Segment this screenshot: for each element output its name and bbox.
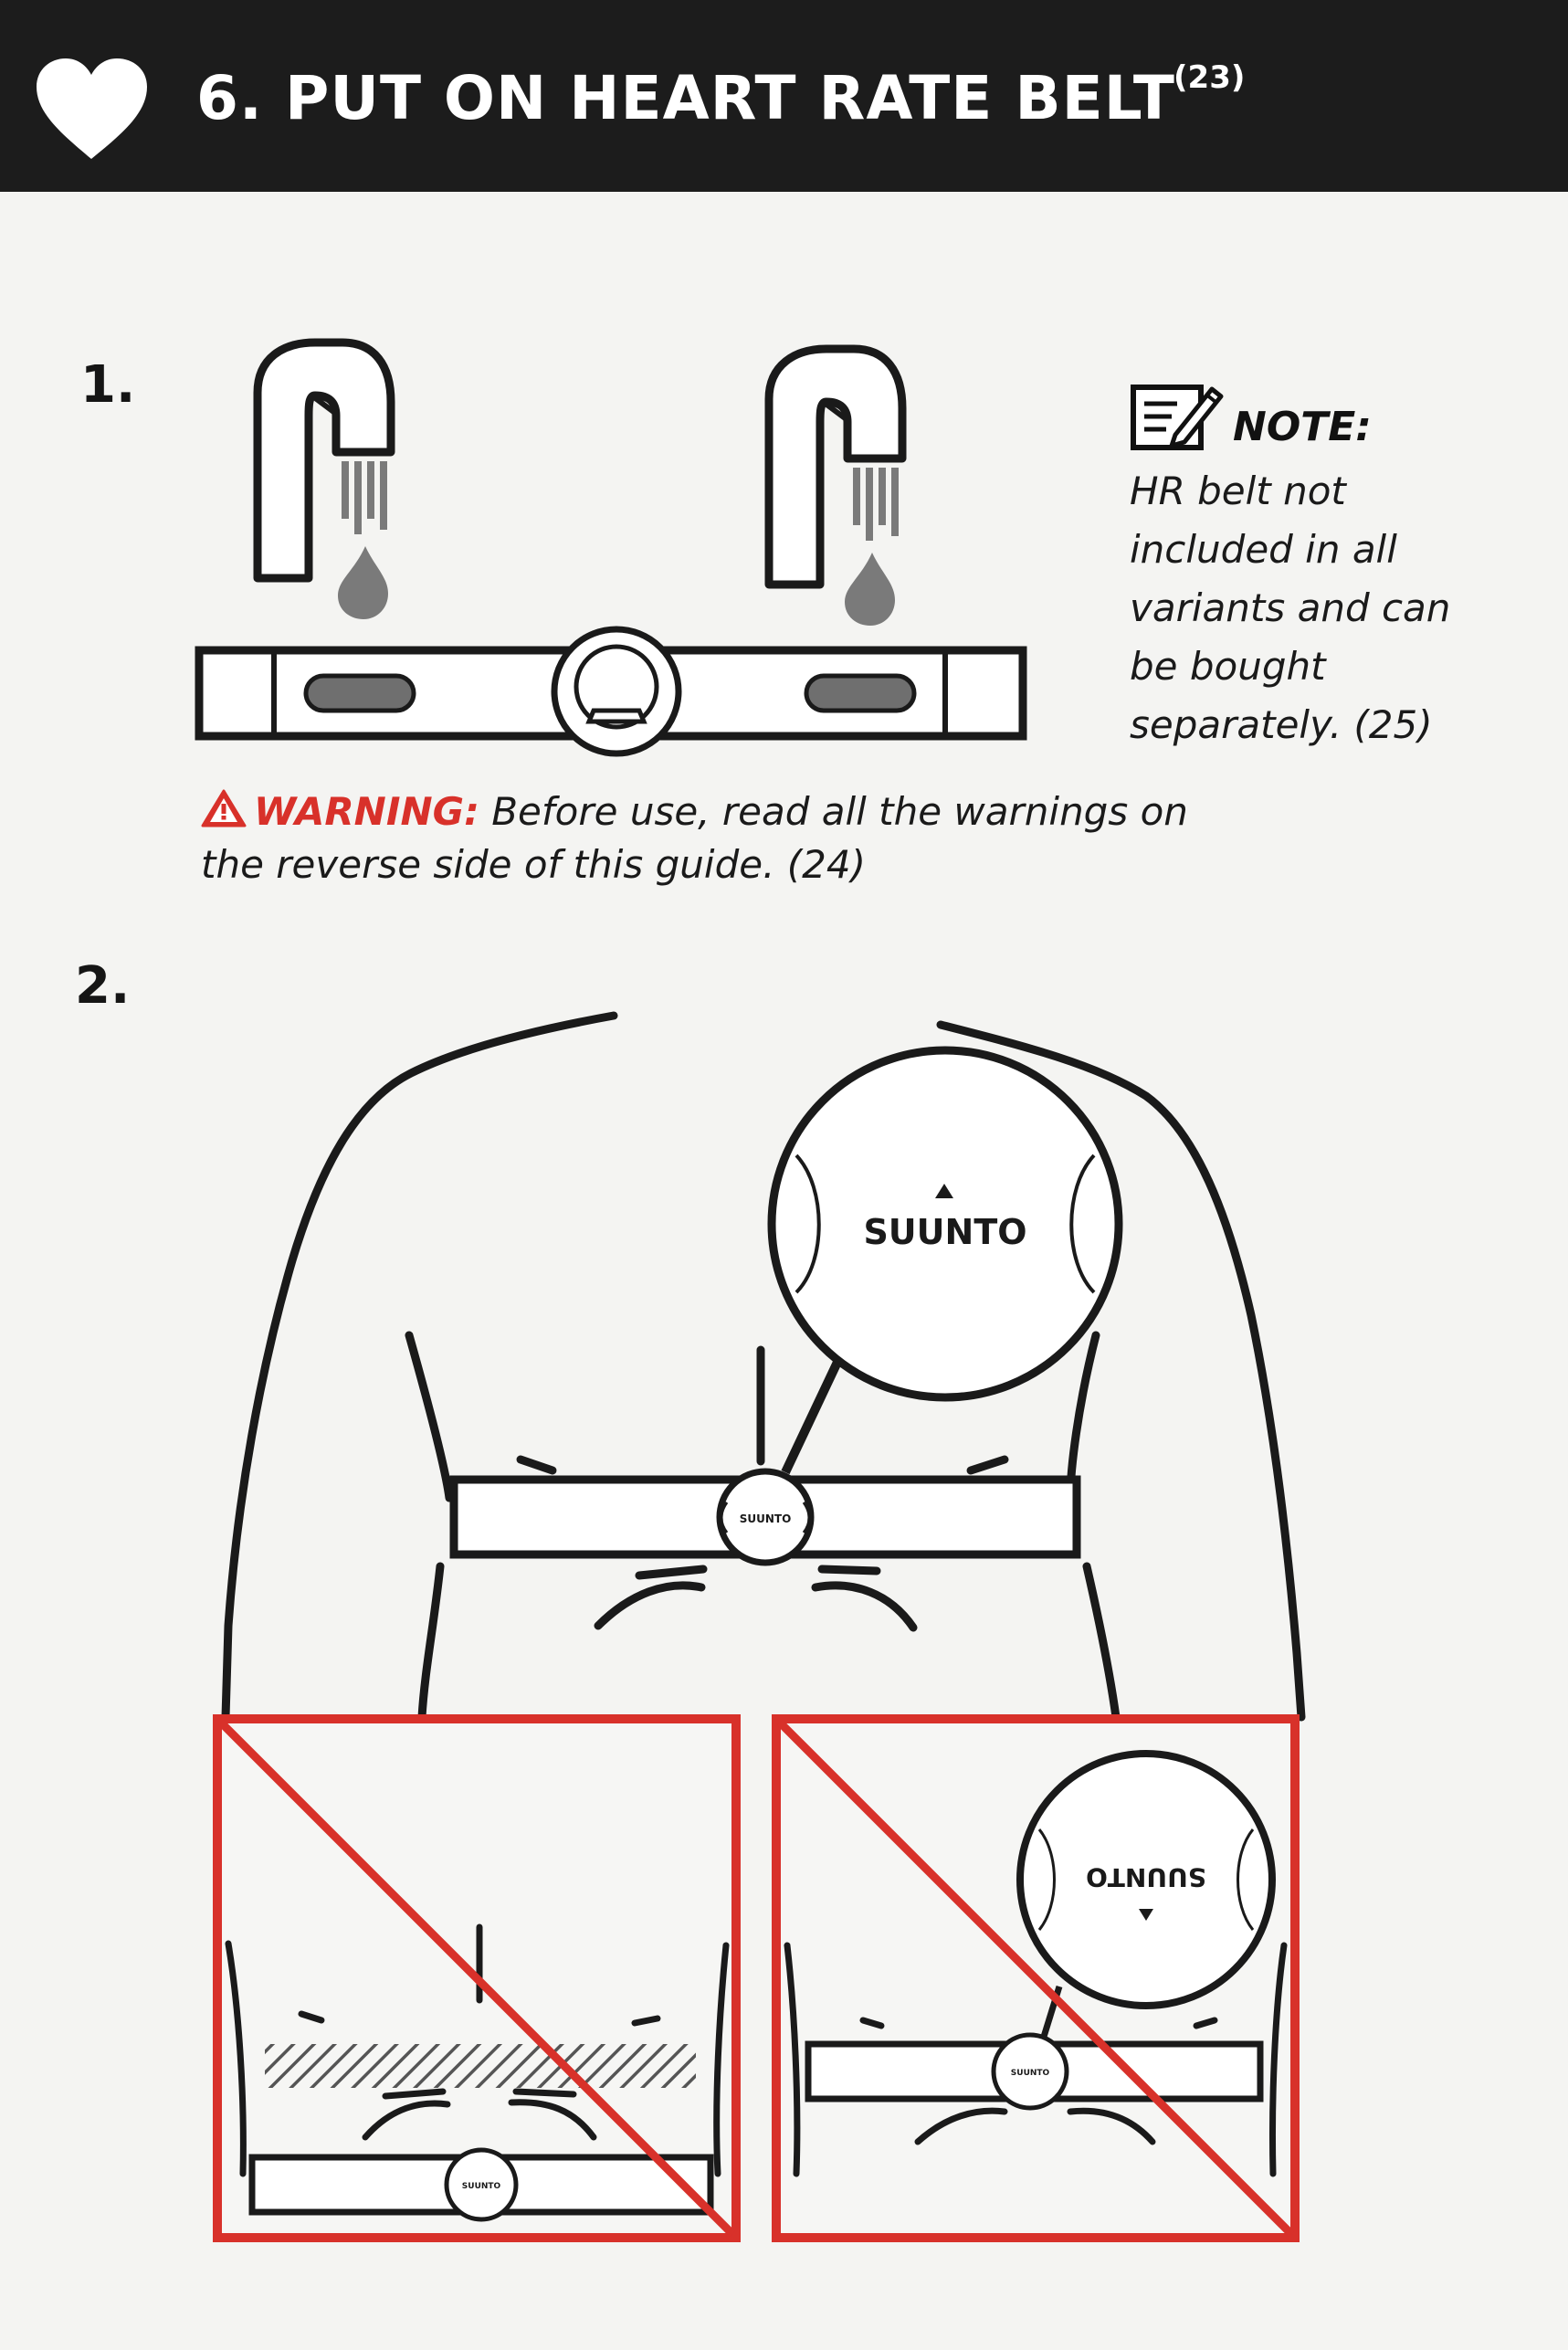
section-reference: (23) — [1173, 59, 1246, 96]
incorrect-example-too-low: SUUNTO — [213, 1714, 741, 2242]
torso-outline-main — [221, 1011, 1306, 1722]
belt-sensor-pod-worn — [716, 1468, 815, 1566]
section-header: 6. PUT ON HEART RATE BELT (23) — [0, 0, 1568, 192]
incorrect-example-upside-down: SUUNTO SUUNTO — [772, 1714, 1300, 2242]
sensor-logo-large: SUUNTO — [863, 1212, 1026, 1252]
sensor-logo-upside-down: SUUNTO — [1086, 1862, 1206, 1892]
hr-belt-flat — [195, 626, 1027, 757]
sensor-logo-tiny-2: SUUNTO — [1011, 2069, 1050, 2078]
warning-triangle-icon — [201, 789, 247, 827]
warning-block: WARNING: Before use, read all the warnin… — [201, 785, 1205, 891]
heart-icon — [37, 58, 147, 159]
prohibited-slash-2 — [776, 1719, 1295, 2238]
step-1-number: 1. — [80, 355, 136, 415]
prohibited-slash-1 — [217, 1719, 736, 2238]
note-title: NOTE: — [1233, 404, 1372, 450]
step-2-number: 2. — [75, 956, 131, 1016]
sensor-logo-tiny-1: SUUNTO — [462, 2182, 501, 2191]
sensor-logo-small: SUUNTO — [740, 1512, 792, 1525]
water-stream-left — [342, 461, 387, 534]
orientation-arrow-icon — [935, 1184, 953, 1198]
faucet-right-icon — [764, 344, 907, 589]
warning-text: Before use, read all the warnings on the… — [201, 789, 1188, 887]
water-drop-right-icon — [845, 553, 895, 626]
belt-electrode-left — [303, 673, 416, 713]
faucet-left-icon — [253, 338, 395, 583]
section-title: 6. PUT ON HEART RATE BELT — [196, 63, 1175, 133]
hr-belt-worn: SUUNTO — [449, 1468, 1081, 1566]
magnifier-connector — [781, 1354, 845, 1475]
hatched-correct-zone — [265, 2044, 696, 2088]
warning-label: WARNING: — [254, 789, 479, 834]
note-pencil-icon — [1131, 385, 1224, 450]
magnified-sensor: SUUNTO — [767, 1046, 1123, 1402]
note-text: HR belt not included in all variants and… — [1130, 469, 1451, 747]
water-stream-right — [853, 468, 899, 541]
water-drop-left-icon — [338, 546, 388, 619]
belt-electrode-right — [804, 673, 917, 713]
